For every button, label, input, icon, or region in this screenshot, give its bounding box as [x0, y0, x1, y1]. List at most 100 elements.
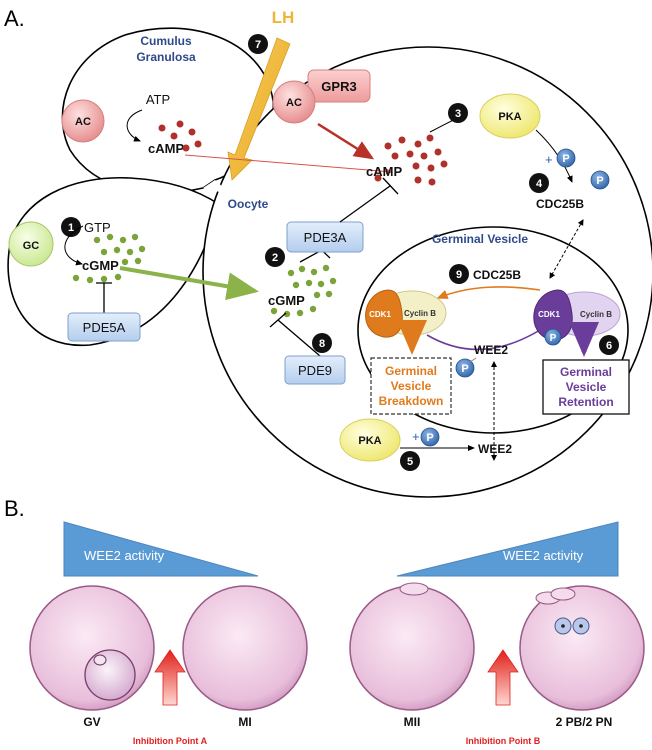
pka-enzyme-top: [479, 93, 541, 139]
pka-label-top: PKA: [498, 111, 521, 123]
cgmp-dots-gc: [72, 233, 146, 284]
pde5a-box: [67, 312, 141, 342]
cdk1-label-inactive: CDK1: [538, 310, 560, 319]
gpr3-label: GPR3: [321, 79, 356, 94]
pde5a-inhibition: [96, 282, 112, 315]
cgmp-dots-oocyte: [270, 264, 337, 318]
stage-2pb2pn-label: 2 PB/2 PN: [556, 715, 613, 729]
phosphate-cdc25b: [590, 170, 610, 190]
panel-b-label: B.: [4, 496, 25, 521]
step-4-badge: [529, 173, 549, 193]
gvbd-line-3: Breakdown: [379, 394, 444, 408]
stage-mi-label: MI: [238, 715, 251, 729]
stage-gv-label: GV: [83, 715, 100, 729]
plus-sign-bottom: +: [412, 429, 420, 444]
phosphate-label-bottom: P: [426, 432, 433, 444]
inhibition-b-arrow: [487, 649, 519, 706]
cdk1-label-active: CDK1: [369, 310, 391, 319]
phosphate-top: [556, 148, 576, 168]
lh-arrow: [227, 37, 291, 181]
polar-body-mii: [399, 582, 429, 596]
pka-enzyme-bottom: [339, 418, 401, 462]
ac-enzyme-cumulus: [61, 99, 105, 143]
gvr-box: [542, 359, 630, 415]
cyclinb-label-inactive: Cyclin B: [580, 310, 612, 319]
phosphate-cdk1: [544, 328, 562, 346]
step-5-label: 5: [407, 456, 413, 468]
cumulus-label: Cumulus: [140, 34, 192, 48]
gtp-label: GTP: [84, 220, 111, 235]
camp-label-cumulus: cAMP: [148, 141, 184, 156]
step-1-label: 1: [68, 222, 74, 234]
plus-sign-top: +: [545, 152, 553, 167]
step-2-label: 2: [272, 252, 278, 264]
gvbd-line-1: Germinal: [385, 364, 437, 378]
gv-nucleus: [84, 649, 136, 701]
pronucleolus-2: [579, 624, 583, 628]
ac-label-oocyte: AC: [286, 97, 302, 109]
cell-junction: [203, 180, 232, 195]
gc-enzyme: [8, 221, 54, 267]
cdc25b-shuttle-arrow: [549, 219, 584, 279]
wee2-activity-label-right: WEE2 activity: [503, 548, 584, 563]
pde3a-box: [286, 221, 364, 253]
oocyte-mii: [349, 585, 475, 711]
phosphate-bottom: [420, 427, 440, 447]
oocyte-mi: [182, 585, 308, 711]
phosphate-label-top: P: [562, 153, 569, 165]
gvbd-box: [370, 357, 452, 415]
germinal-vesicle-label: Germinal Vesicle: [432, 232, 528, 246]
wee2-activity-label-left: WEE2 activity: [84, 548, 165, 563]
pde3a-label: PDE3A: [304, 230, 347, 245]
step-9-badge: [449, 264, 469, 284]
stage-mii-label: MII: [404, 715, 421, 729]
phosphate-label-wee2: P: [461, 363, 468, 375]
wee2-activity-decreasing: [63, 521, 259, 577]
zygote-2pn: [519, 585, 645, 711]
step-8-badge: [312, 333, 332, 353]
cdk1-cyclinb-inactive: [533, 289, 621, 341]
ac-enzyme-oocyte: [272, 80, 316, 124]
step-3-label: 3: [455, 108, 461, 120]
cgmp-label-oocyte: cGMP: [268, 293, 305, 308]
gc-cell: [7, 177, 221, 347]
gvbd-line-2: Vesicle: [391, 379, 432, 393]
step-4-label: 4: [536, 178, 543, 190]
inhibition-b-label: Inhibition Point B: [466, 736, 541, 746]
panel-a-label: A.: [4, 6, 25, 31]
gvr-line-3: Retention: [558, 395, 613, 409]
wee2-label-nucleus: WEE2: [474, 343, 508, 357]
step-8-label: 8: [319, 338, 325, 350]
inhibition-a-label: Inhibition Point A: [133, 736, 208, 746]
gvr-line-1: Germinal: [560, 365, 612, 379]
step-7-label: 7: [255, 39, 261, 51]
step-5-badge: [400, 451, 420, 471]
atp-label: ATP: [146, 92, 170, 107]
cyclinb-label-active: Cyclin B: [404, 309, 436, 318]
pka-label-bottom: PKA: [358, 435, 381, 447]
cdc25b-label-nucleus: CDC25B: [473, 268, 521, 282]
pronucleolus-1: [561, 624, 565, 628]
pde9-box: [284, 355, 346, 385]
polar-body-2: [550, 587, 576, 601]
ac-label-cumulus: AC: [75, 116, 91, 128]
cdk1-cyclinb-active: [365, 289, 447, 338]
step-2-badge: [265, 247, 285, 267]
pde9-label: PDE9: [298, 363, 332, 378]
step-7-badge: [248, 34, 268, 54]
granulosa-label: Granulosa: [136, 50, 196, 64]
step-1-badge: [61, 217, 81, 237]
camp-label-oocyte: cAMP: [366, 164, 402, 179]
cdc25b-activation-arrow: [436, 286, 541, 299]
pde3a-inhibits-camp: [339, 177, 399, 223]
cgmp-transfer-arrow: [119, 266, 259, 301]
atp-to-camp-arrow: [126, 109, 143, 142]
phosphate-label-cdk1: P: [550, 333, 557, 344]
wee2-phospho-link: [469, 357, 477, 363]
cdc25b-label-cytoplasm: CDC25B: [536, 197, 584, 211]
gc-label: GC: [23, 240, 40, 252]
camp-dots-oocyte: [374, 134, 448, 186]
inhibition-a-arrow: [154, 649, 186, 706]
cgmp-label-gc: cGMP: [82, 258, 119, 273]
